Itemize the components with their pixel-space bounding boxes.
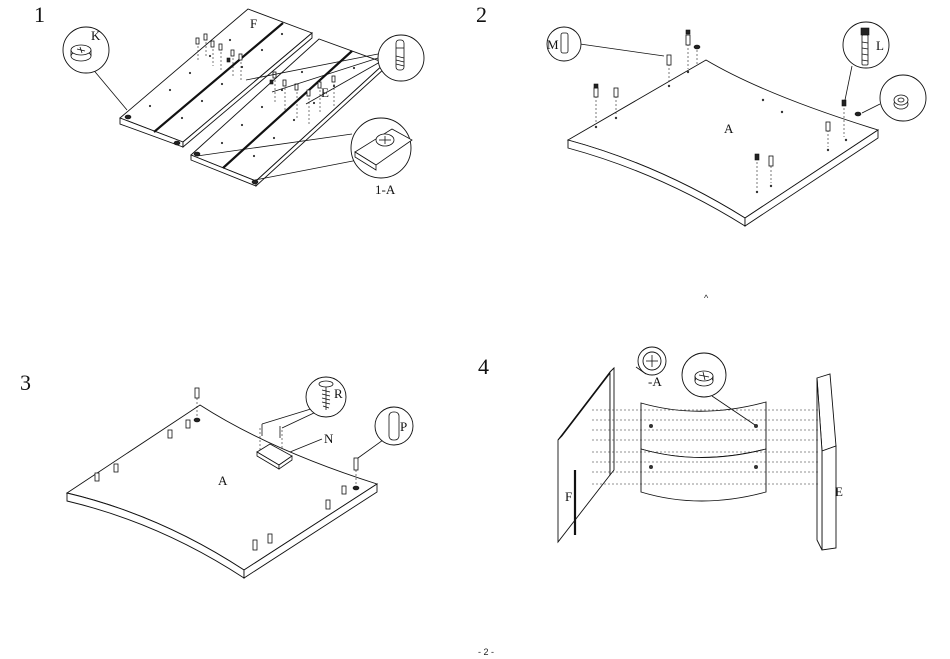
step-2: 2 A — [476, 2, 926, 226]
side-panel-f: F — [558, 368, 614, 542]
callout-p: P — [358, 407, 413, 458]
cam-bolt-icon — [861, 28, 869, 65]
label-m: M — [547, 37, 559, 52]
cam-lock-icon — [695, 371, 713, 386]
caret-mark: ^ — [704, 293, 709, 303]
panel-a-top: A — [568, 60, 878, 226]
label-n: N — [324, 431, 334, 446]
page-number: - 2 - — [478, 647, 494, 657]
step-1-number: 1 — [34, 2, 45, 27]
dowel-icon — [396, 40, 404, 70]
step-3: 3 A — [20, 370, 413, 578]
label-a-step2: A — [724, 121, 734, 136]
insert-nut-icon — [894, 95, 908, 109]
label-p: P — [400, 419, 407, 434]
label-e-side: E — [835, 484, 843, 499]
label-e: E — [321, 85, 329, 100]
step-4-number: 4 — [478, 354, 489, 379]
dowel-icon — [389, 412, 399, 440]
shelf-upper — [641, 402, 766, 458]
label-a-detail: -A — [648, 374, 662, 389]
label-k: K — [91, 28, 101, 43]
screw-head-icon — [376, 134, 394, 146]
callout-insert — [862, 75, 926, 121]
step-2-number: 2 — [476, 2, 487, 27]
callout-k: K — [63, 27, 127, 110]
step-1: 1 — [34, 2, 424, 197]
callout-n: N — [290, 431, 334, 452]
label-f-side: F — [565, 489, 572, 504]
dowel-icon — [561, 33, 568, 53]
label-l: L — [876, 38, 884, 53]
side-panel-e: E — [817, 374, 843, 550]
label-f: F — [250, 16, 257, 31]
callout-a-detail: -A — [636, 347, 666, 389]
label-r: R — [334, 386, 343, 401]
step-4: 4 F E — [478, 347, 843, 550]
label-1a: 1-A — [375, 182, 396, 197]
callout-r: R — [262, 377, 346, 428]
callout-m: M — [547, 27, 664, 61]
step-3-number: 3 — [20, 370, 31, 395]
label-a-step3: A — [218, 473, 228, 488]
cam-lock-icon — [71, 45, 91, 61]
